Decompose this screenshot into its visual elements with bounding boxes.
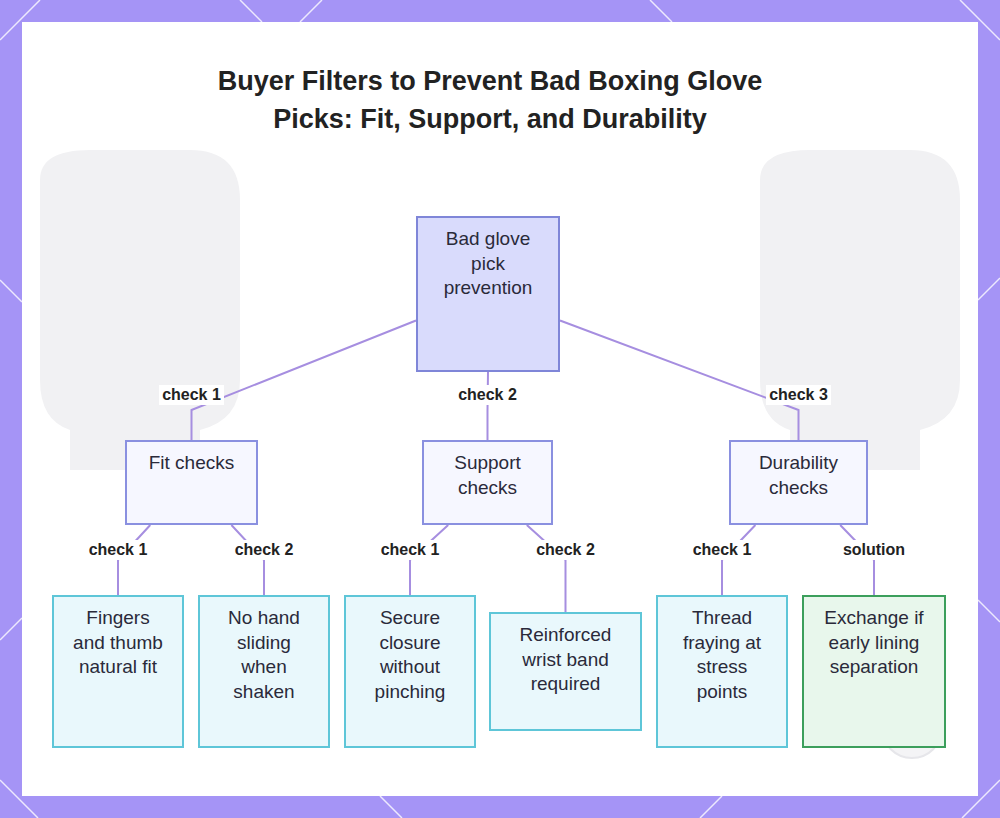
check-box: Thread fraying at stress points — [656, 595, 788, 748]
node-text: Bad glove pick prevention — [438, 227, 538, 301]
edge-label: check 1 — [378, 540, 443, 560]
edge-label: check 3 — [766, 385, 831, 405]
node-text: Exchange if early lining separation — [824, 606, 924, 680]
edge-label: check 1 — [690, 540, 755, 560]
connector-line — [487, 372, 490, 440]
edge-label: check 1 — [159, 385, 224, 405]
solution-box: Exchange if early lining separation — [802, 595, 946, 748]
node-text: Fit checks — [149, 451, 235, 476]
connector-line — [840, 525, 874, 595]
category-box: Durability checks — [729, 440, 868, 525]
check-box: Fingers and thumb natural fit — [52, 595, 184, 748]
edge-label: check 2 — [232, 540, 297, 560]
root-box: Bad glove pick prevention — [416, 216, 560, 372]
connector-line — [231, 525, 264, 595]
connector-line — [722, 525, 755, 595]
connector-line — [118, 525, 150, 595]
connector-line — [560, 321, 799, 440]
diagram-title: Buyer Filters to Prevent Bad Boxing Glov… — [190, 62, 790, 138]
connector-line — [527, 525, 566, 612]
node-text: Reinforced wrist band required — [516, 623, 616, 697]
node-text: No hand sliding when shaken — [214, 606, 314, 704]
check-box: Secure closure without pinching — [344, 595, 476, 748]
node-text: Secure closure without pinching — [360, 606, 460, 704]
check-box: Reinforced wrist band required — [489, 612, 642, 731]
connector-line — [192, 321, 417, 440]
node-text: Support checks — [438, 451, 538, 500]
edge-label: check 1 — [86, 540, 151, 560]
edge-label: check 2 — [455, 385, 520, 405]
check-box: No hand sliding when shaken — [198, 595, 330, 748]
connector-line — [410, 525, 448, 595]
node-text: Thread fraying at stress points — [672, 606, 772, 704]
node-text: Durability checks — [749, 451, 849, 500]
edge-label: solution — [840, 540, 908, 560]
edge-label: check 2 — [533, 540, 598, 560]
node-text: Fingers and thumb natural fit — [68, 606, 168, 680]
category-box: Fit checks — [125, 440, 258, 525]
category-box: Support checks — [422, 440, 553, 525]
